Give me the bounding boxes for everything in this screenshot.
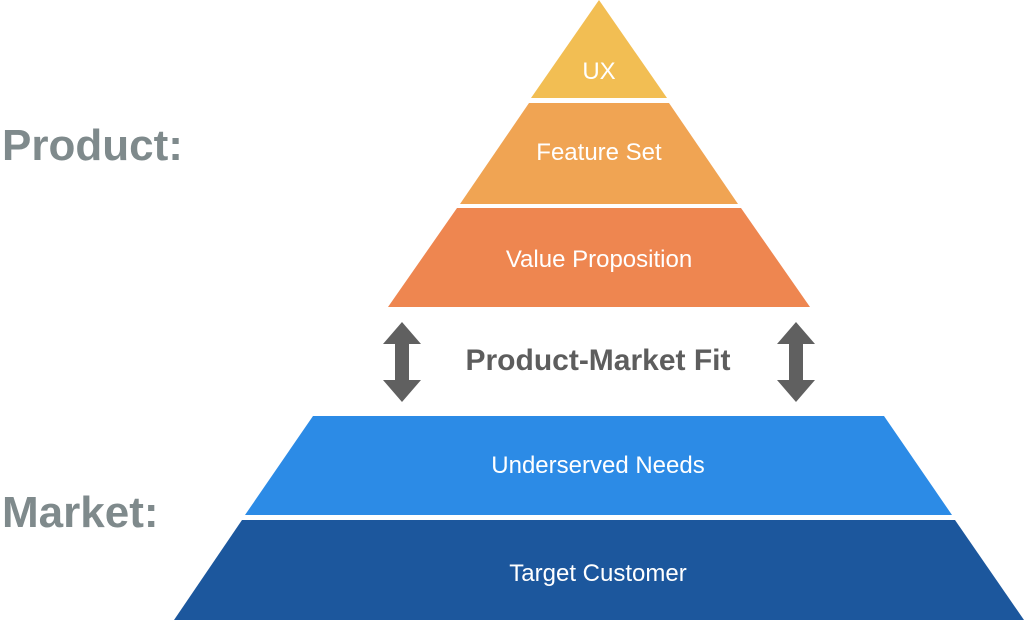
product-market-fit-label: Product-Market Fit <box>465 344 730 377</box>
tier-feature-set: Feature Set <box>460 103 738 204</box>
tier-target-customer-label: Target Customer <box>509 560 686 587</box>
left-double-arrow-shape <box>383 322 421 402</box>
market-pyramid: Underserved Needs Target Customer <box>174 416 1024 620</box>
tier-feature-set-label: Feature Set <box>536 139 662 166</box>
tier-target-customer: Target Customer <box>174 520 1024 620</box>
tier-value-proposition-label: Value Proposition <box>506 246 692 273</box>
tier-ux: UX <box>531 0 667 98</box>
tier-ux-label: UX <box>582 58 615 85</box>
right-double-arrow-shape <box>777 322 815 402</box>
tier-value-proposition-shape <box>388 208 810 307</box>
tier-underserved-needs-shape <box>245 416 952 515</box>
tier-underserved-needs: Underserved Needs <box>245 416 952 515</box>
product-pyramid: UX Feature Set Value Proposition <box>388 0 810 307</box>
tier-value-proposition: Value Proposition <box>388 208 810 307</box>
product-section-label: Product: <box>2 121 183 170</box>
tier-ux-shape <box>531 0 667 98</box>
market-section-label: Market: <box>2 488 159 537</box>
right-double-arrow-icon <box>777 322 815 402</box>
tier-feature-set-shape <box>460 103 738 204</box>
tier-target-customer-shape <box>174 520 1024 620</box>
left-double-arrow-icon <box>383 322 421 402</box>
tier-underserved-needs-label: Underserved Needs <box>491 452 704 479</box>
fit-row: Product-Market Fit <box>383 322 815 402</box>
